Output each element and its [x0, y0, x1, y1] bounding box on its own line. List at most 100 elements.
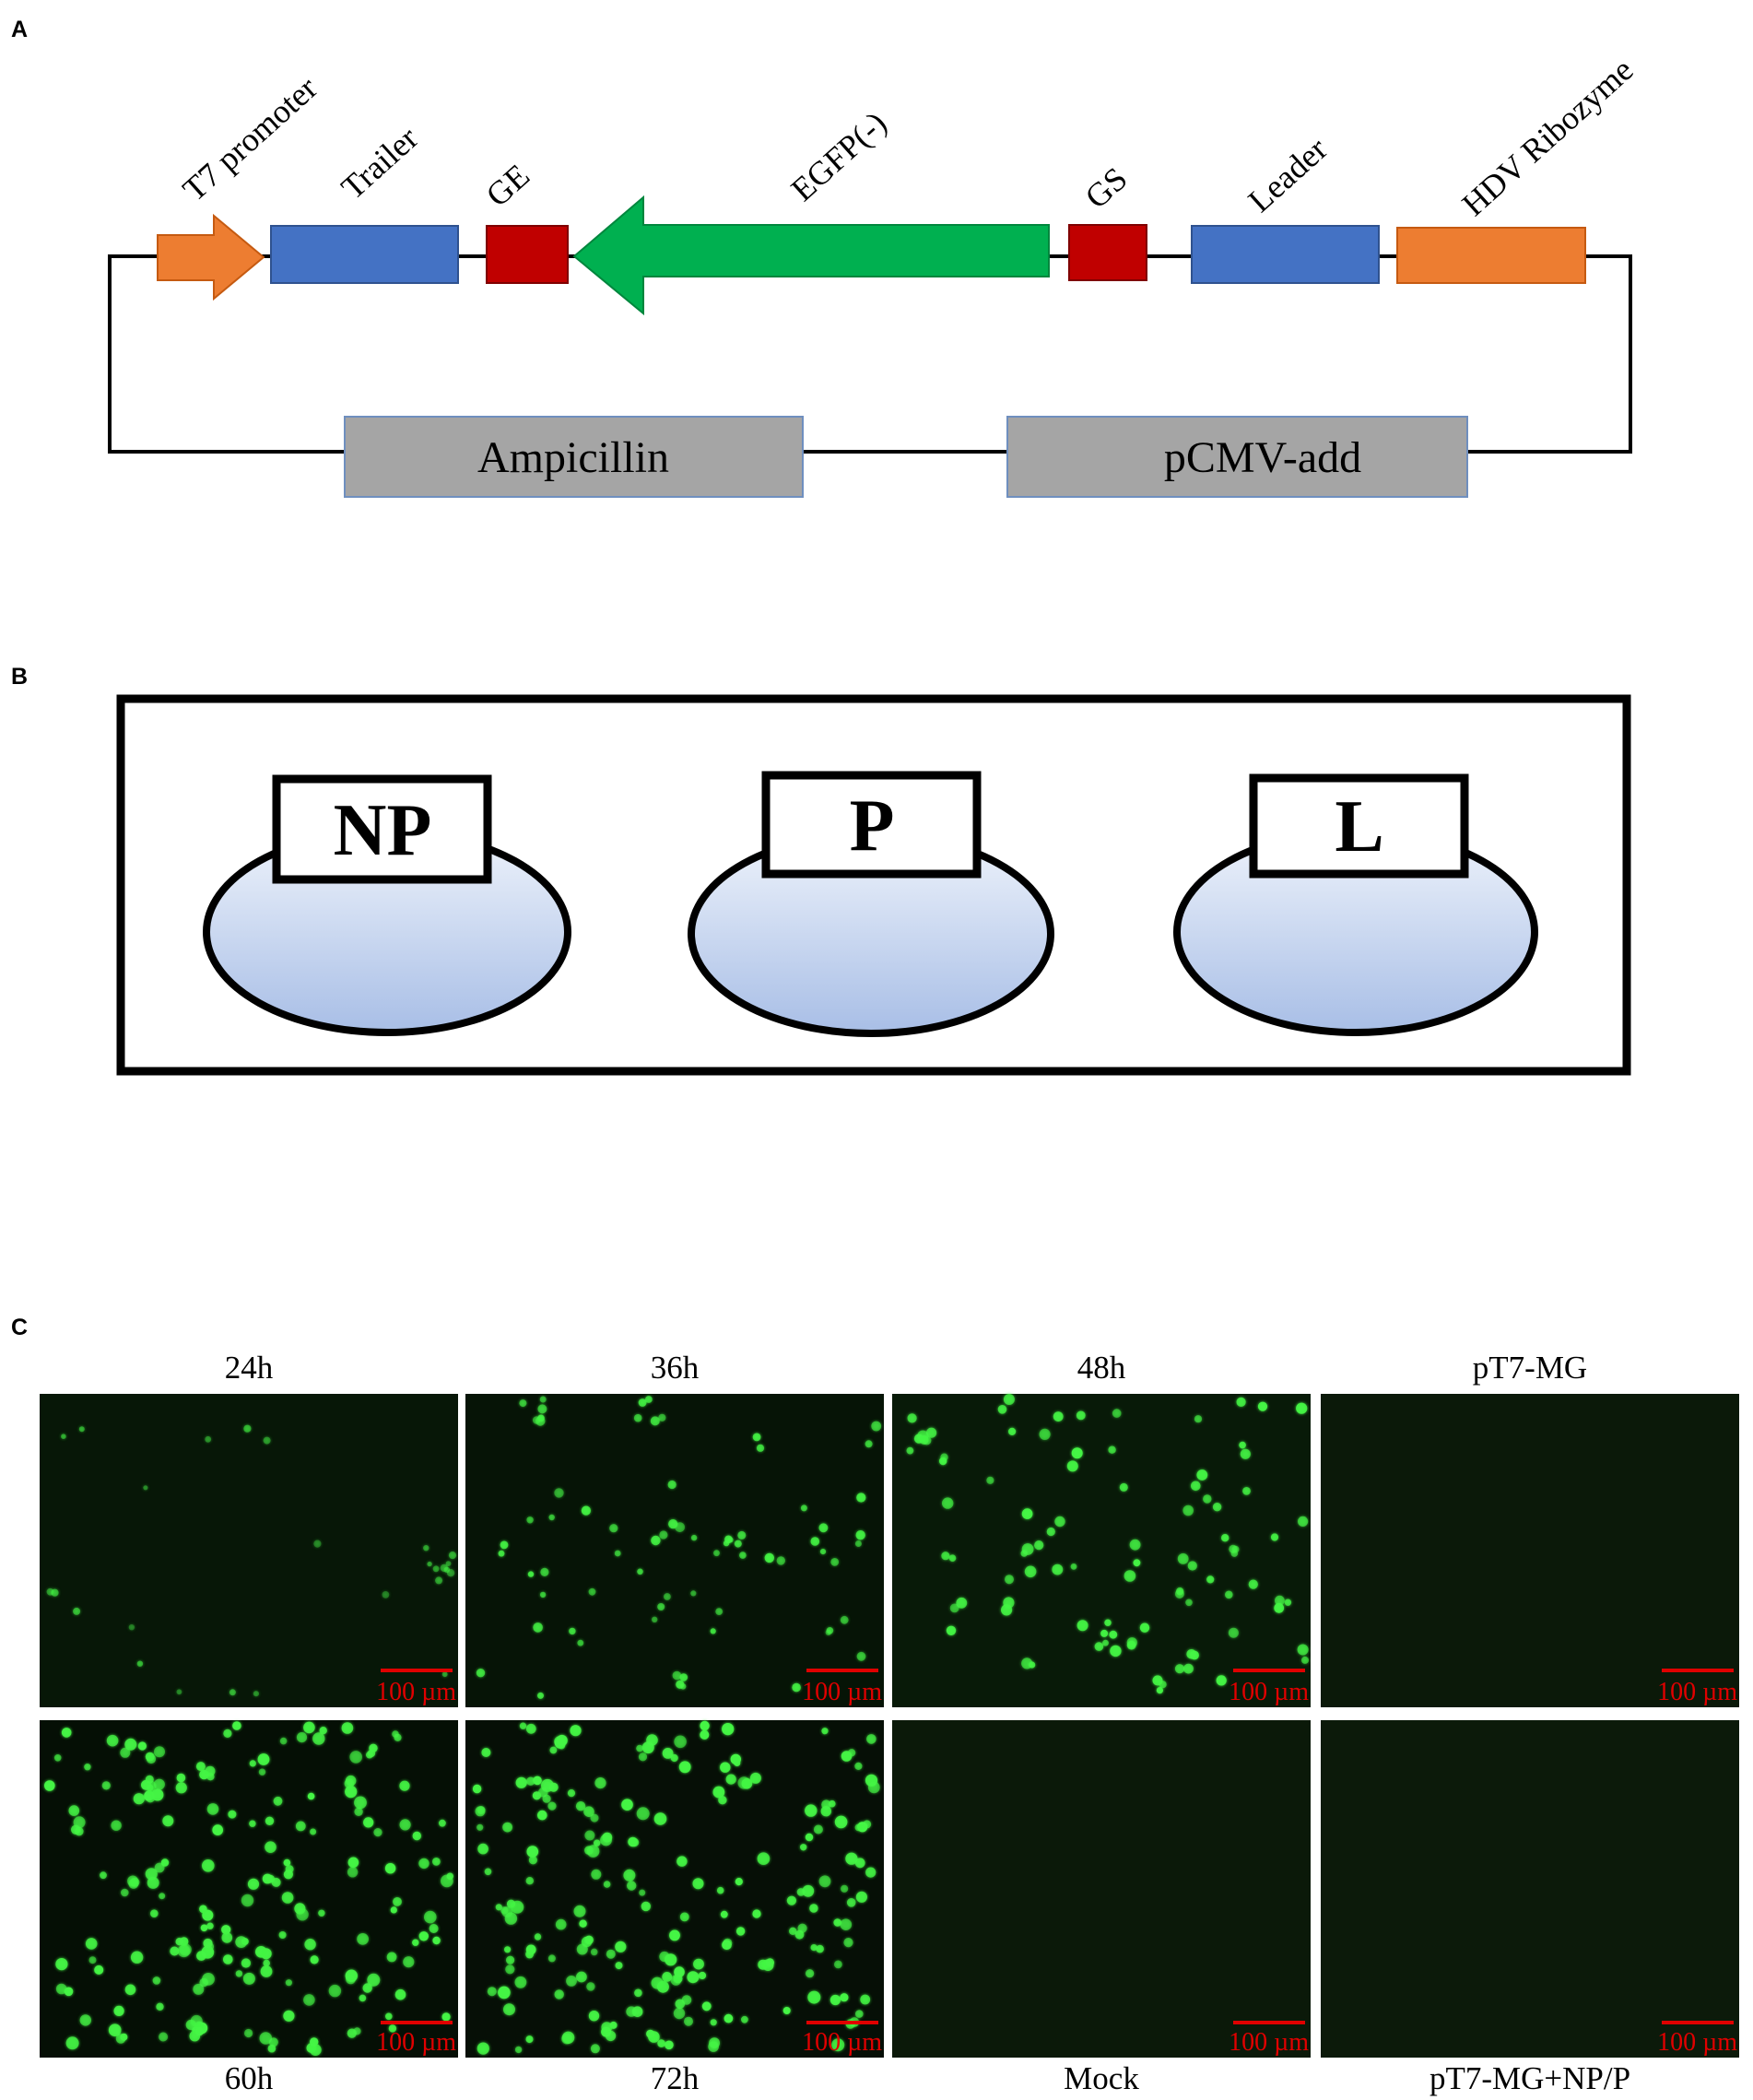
fluorescent-cell: [948, 1554, 957, 1562]
fluorescent-cell: [1242, 1487, 1251, 1495]
fluorescent-cell: [268, 2037, 278, 2047]
fluorescent-cell: [621, 1799, 633, 1811]
fluorescent-cell: [650, 1416, 660, 1426]
fluorescent-cell: [1102, 1639, 1109, 1646]
fluorescent-cell: [917, 1430, 929, 1442]
fluorescent-cell: [68, 1805, 80, 1816]
fluorescent-cell: [441, 1671, 448, 1678]
fluorescent-cell: [1225, 1590, 1233, 1599]
fluorescent-cell: [127, 1875, 139, 1887]
fluorescent-cell: [263, 1436, 271, 1445]
fluorescent-cell: [193, 1983, 205, 1995]
helper-plasmid-p: P: [688, 771, 1054, 1037]
helper-label-np: NP: [334, 790, 432, 871]
fluorescent-cell: [249, 1820, 256, 1827]
fluorescent-cell: [55, 1983, 67, 1995]
fluorescent-cell: [782, 2007, 791, 2014]
fluorescent-cell: [120, 1747, 131, 1758]
fluorescent-cell: [669, 1929, 680, 1941]
fluorescent-cell: [659, 1530, 668, 1540]
fluorescent-cell: [412, 1831, 421, 1841]
fluorescent-cell: [304, 1939, 316, 1951]
fluorescent-cell: [79, 2014, 91, 2026]
fluorescent-cell: [636, 1744, 643, 1752]
fluorescent-cell: [313, 1540, 322, 1548]
fluorescent-cell: [525, 2035, 534, 2044]
fluorescent-cell: [255, 1946, 267, 1958]
fluorescent-cell: [1008, 1427, 1017, 1435]
fluorescent-cell: [1221, 1534, 1229, 1542]
fluorescent-cell: [865, 1867, 876, 1878]
fluorescent-cell: [539, 1396, 547, 1403]
fluorescent-cell: [519, 1399, 527, 1408]
fluorescent-cell: [833, 1918, 841, 1927]
fluorescent-cell: [1274, 1602, 1285, 1613]
fluorescent-cell: [845, 1852, 858, 1865]
fluorescent-cell: [504, 1912, 518, 1925]
fluorescent-cell: [519, 1722, 527, 1729]
fluorescent-cell: [439, 1819, 446, 1827]
fluorescent-cell: [664, 1593, 671, 1600]
fluorescent-cell: [341, 1722, 354, 1734]
fluorescent-cell: [724, 2013, 734, 2023]
fluorescent-cell: [345, 1775, 357, 1787]
fluorescent-cell: [514, 2046, 523, 2054]
fluorescent-cell: [265, 1841, 276, 1853]
fluorescent-cell: [797, 1923, 807, 1933]
micrograph-label-48h: 48h: [1077, 1350, 1126, 1386]
panel-b: B NP P L: [11, 664, 1631, 1076]
fluorescent-cell: [525, 1723, 536, 1734]
ampicillin-box: [344, 416, 804, 498]
fluorescent-cell: [73, 1607, 81, 1615]
fluorescent-cell: [547, 1954, 556, 1963]
fluorescent-cell: [831, 2038, 845, 2052]
fluorescent-cell: [547, 1801, 557, 1811]
fluorescent-cell: [154, 1862, 165, 1873]
cell-layer: [472, 1720, 880, 2055]
fluorescent-cell: [487, 1987, 497, 1997]
fluorescent-cell: [1185, 1599, 1193, 1607]
fluorescent-cell: [481, 1748, 491, 1757]
fluorescent-cell: [265, 1816, 275, 1825]
fluorescent-cell: [548, 1514, 555, 1521]
fluorescent-cell: [443, 1566, 451, 1573]
fluorescent-cell: [228, 1810, 237, 1819]
helper-plasmid-l: L: [1173, 773, 1538, 1036]
fluorescent-cell: [202, 1859, 215, 1872]
fluorescent-cell: [388, 2024, 397, 2033]
fluorescent-cell: [739, 1551, 747, 1559]
micrograph-background: [40, 1394, 458, 1707]
scale-bar-label: 100 µm: [802, 2028, 882, 2057]
fluorescent-cell: [495, 1904, 502, 1911]
pcmv-add-box: [1006, 416, 1468, 498]
micrograph: 100 µm: [1321, 1394, 1739, 1707]
fluorescent-cell: [690, 1590, 697, 1597]
micrograph: 100 µm: [465, 1720, 884, 2058]
fluorescent-cell: [357, 1933, 369, 1945]
fluorescent-cell: [730, 1753, 741, 1765]
fluorescent-cell: [805, 1833, 814, 1842]
fluorescent-cell: [423, 1545, 429, 1551]
fluorescent-cell: [432, 1565, 440, 1573]
fluorescent-cell: [312, 1732, 325, 1745]
fluorescent-cell: [367, 1973, 381, 1987]
fluorescent-cell: [283, 1858, 291, 1867]
fluorescent-cell: [871, 1421, 882, 1432]
fluorescent-cell: [956, 1597, 968, 1609]
fluorescent-cell: [399, 1780, 410, 1791]
fluorescent-cell: [145, 1775, 154, 1784]
fluorescent-cell: [786, 1895, 796, 1905]
fluorescent-cell: [319, 1727, 327, 1735]
fluorescent-cell: [390, 1906, 397, 1914]
fluorescent-cell: [584, 1935, 594, 1945]
fluorescent-cell: [241, 1938, 249, 1945]
fluorescent-cell: [476, 1823, 484, 1831]
fluorescent-cell: [349, 1751, 363, 1764]
fluorescent-cell: [710, 2019, 717, 2026]
fluorescent-cell: [588, 1587, 596, 1596]
fluorescent-cell: [525, 1877, 534, 1885]
fluorescent-cell: [819, 1549, 827, 1555]
scale-bar-text: 100 µm: [1229, 2028, 1309, 2057]
label-t7-promoter: T7 promoter: [176, 69, 324, 208]
fluorescent-cell: [941, 1551, 950, 1561]
